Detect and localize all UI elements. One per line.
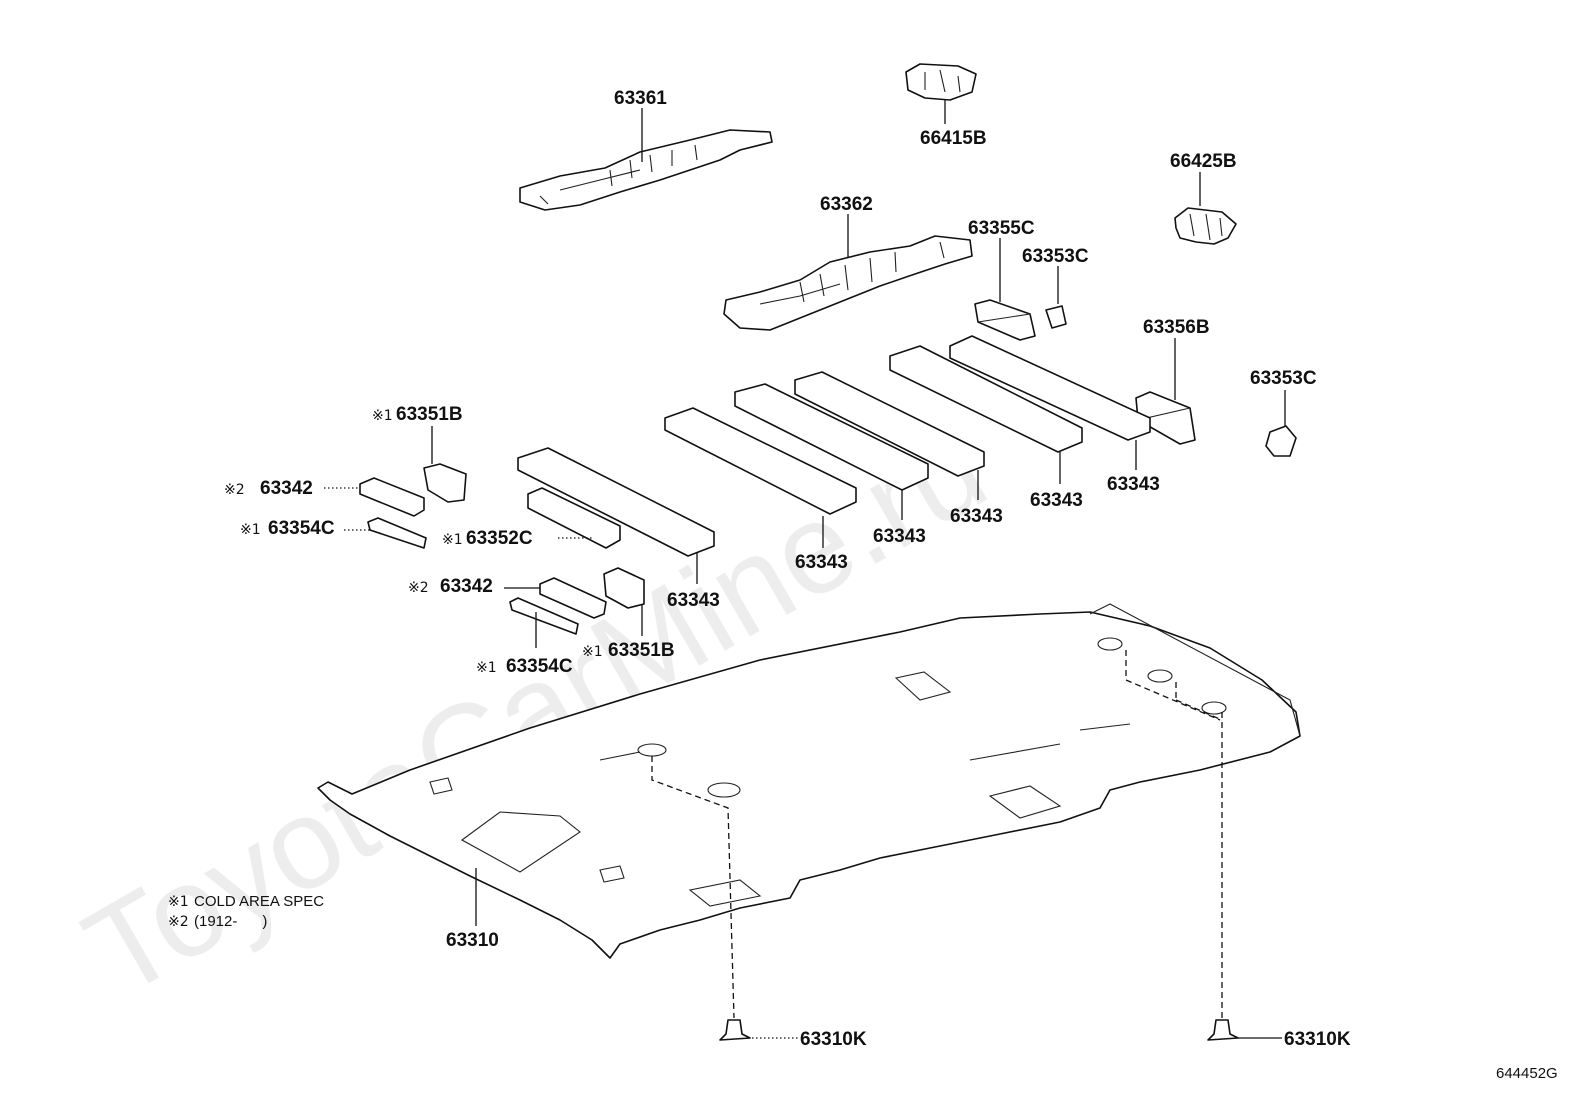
label-63354C-lower[interactable]: 63354C (506, 656, 573, 677)
label-63343-3[interactable]: 63343 (873, 526, 926, 547)
part-63351B-lower-shape[interactable] (603, 567, 645, 609)
part-63351B-upper-shape[interactable] (423, 463, 467, 503)
part-63354C-lower-shape[interactable] (509, 597, 579, 635)
mark-63351B-upper: ※1 (372, 408, 393, 424)
part-63310-headliner-shape[interactable] (317, 603, 1301, 959)
part-66415B-shape[interactable] (905, 63, 977, 101)
mark-63342-lower: ※2 (408, 580, 429, 596)
label-63343-4[interactable]: 63343 (950, 506, 1003, 527)
label-63343-6[interactable]: 63343 (1107, 474, 1160, 495)
label-63355C[interactable]: 63355C (968, 218, 1035, 239)
mark-63352C: ※1 (442, 532, 463, 548)
part-63343-strip-1[interactable] (517, 447, 715, 557)
label-63343-1[interactable]: 63343 (667, 590, 720, 611)
label-63353C-lower[interactable]: 63353C (1250, 368, 1317, 389)
label-66425B[interactable]: 66425B (1170, 151, 1237, 172)
part-63352C-shape[interactable] (527, 487, 621, 549)
legend-note2-text: (1912- ) (194, 913, 267, 930)
figure-code: 644452G (1496, 1065, 1558, 1082)
part-63353C-upper-shape[interactable] (1045, 305, 1067, 329)
label-63351B-lower[interactable]: 63351B (608, 640, 675, 661)
part-63355C-shape[interactable] (974, 299, 1036, 341)
mark-63351B-lower: ※1 (582, 644, 603, 660)
part-66425B-shape[interactable] (1174, 207, 1237, 245)
legend-note2-mark: ※2 (168, 914, 189, 930)
label-63361[interactable]: 63361 (614, 88, 667, 109)
legend-note1-mark: ※1 (168, 894, 189, 910)
part-63362-shape[interactable] (723, 235, 973, 331)
part-63342-upper-shape[interactable] (359, 477, 425, 517)
part-63310K-left-shape[interactable] (719, 1019, 751, 1041)
label-63310[interactable]: 63310 (446, 930, 499, 951)
label-63342-lower[interactable]: 63342 (440, 576, 493, 597)
legend: ※1 COLD AREA SPEC ※2 (1912- ) (168, 893, 324, 930)
label-63342-upper[interactable]: 63342 (260, 478, 313, 499)
part-63343-strip-2[interactable] (664, 407, 857, 515)
label-63356B[interactable]: 63356B (1143, 317, 1210, 338)
label-63343-2[interactable]: 63343 (795, 552, 848, 573)
part-63343-strip-4[interactable] (794, 371, 985, 477)
part-63343-strip-5[interactable] (889, 345, 1083, 453)
label-63362[interactable]: 63362 (820, 194, 873, 215)
label-63353C-upper[interactable]: 63353C (1022, 246, 1089, 267)
part-63343-strip-3[interactable] (734, 383, 929, 491)
label-63310K-left[interactable]: 63310K (800, 1029, 867, 1050)
label-63354C-upper[interactable]: 63354C (268, 518, 335, 539)
label-63351B-upper[interactable]: 63351B (396, 404, 463, 425)
label-63343-5[interactable]: 63343 (1030, 490, 1083, 511)
mark-63354C-upper: ※1 (240, 522, 261, 538)
mark-63342-upper: ※2 (224, 482, 245, 498)
part-63343-strip-6[interactable] (949, 335, 1151, 441)
label-66415B[interactable]: 66415B (920, 128, 987, 149)
part-63361-shape[interactable] (519, 129, 773, 211)
part-63342-lower-shape[interactable] (539, 577, 607, 619)
label-63310K-right[interactable]: 63310K (1284, 1029, 1351, 1050)
label-63352C[interactable]: 63352C (466, 528, 533, 549)
legend-note1-text: COLD AREA SPEC (194, 893, 324, 910)
part-63353C-lower-shape[interactable] (1265, 425, 1297, 457)
part-63354C-upper-shape[interactable] (367, 517, 427, 549)
mark-63354C-lower: ※1 (476, 660, 497, 676)
part-63310K-right-shape[interactable] (1207, 1019, 1239, 1041)
